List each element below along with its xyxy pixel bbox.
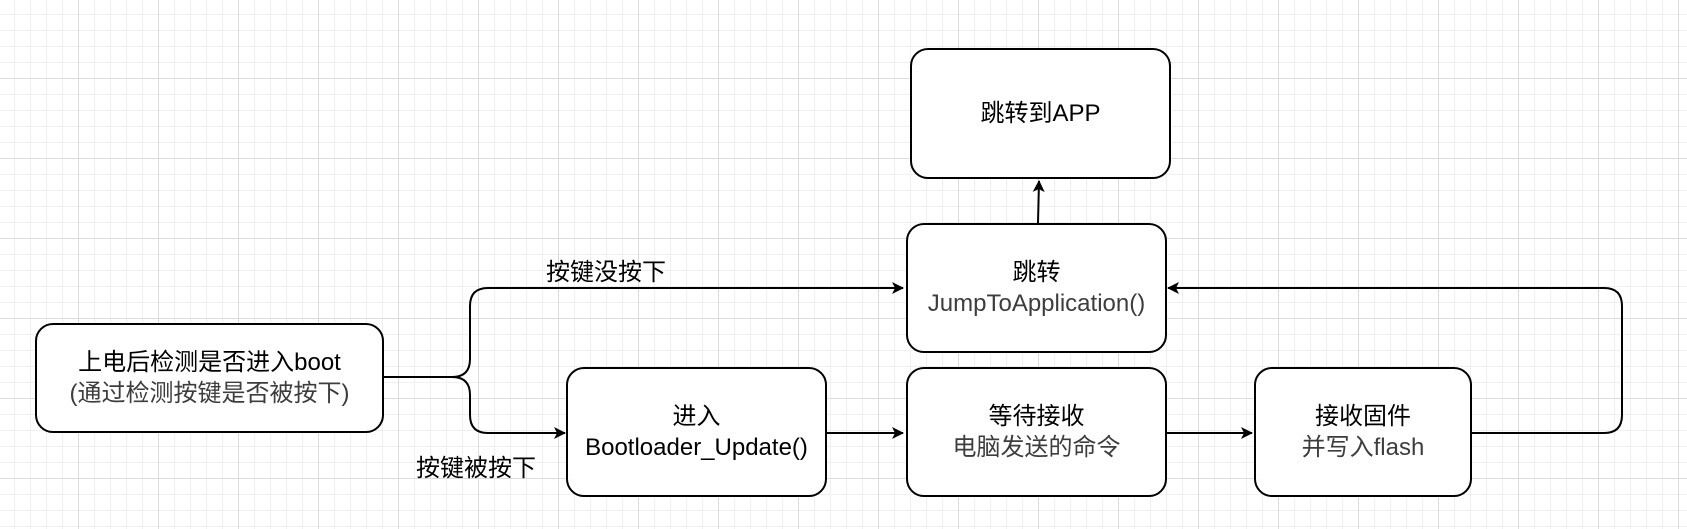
node-wait-receive: 等待接收 电脑发送的命令 <box>906 367 1167 497</box>
edge-pressed <box>383 376 566 439</box>
node-jump: 跳转 JumpToApplication() <box>906 223 1167 353</box>
node-boot-check-title: 上电后检测是否进入boot <box>78 349 341 376</box>
edge-label-pressed: 按键被按下 <box>416 455 536 482</box>
node-boot-check: 上电后检测是否进入boot (通过检测按键是否被按下) <box>35 323 384 433</box>
edge-label-not-pressed: 按键没按下 <box>546 259 666 286</box>
node-jump-app-title: 跳转到APP <box>980 100 1101 127</box>
node-wait-receive-subtitle: 电脑发送的命令 <box>952 434 1121 461</box>
edge-not-pressed <box>383 282 904 378</box>
node-receive-firmware-subtitle: 并写入flash <box>1301 434 1425 461</box>
node-enter-bootloader: 进入 Bootloader_Update() <box>566 367 827 497</box>
node-receive-firmware-title: 接收固件 <box>1315 403 1411 430</box>
node-jump-subtitle: JumpToApplication() <box>927 290 1146 317</box>
node-boot-check-subtitle: (通过检测按键是否被按下) <box>69 380 350 407</box>
node-receive-firmware: 接收固件 并写入flash <box>1254 367 1472 497</box>
node-wait-receive-title: 等待接收 <box>988 403 1085 430</box>
node-enter-bootloader-subtitle: Bootloader_Update() <box>585 434 808 461</box>
edge-jump-to-app <box>1032 180 1045 224</box>
node-jump-app: 跳转到APP <box>910 48 1171 179</box>
node-enter-bootloader-title: 进入 <box>672 403 721 430</box>
edge-receive-to-jump <box>1167 282 1623 434</box>
node-jump-title: 跳转 <box>1012 259 1061 286</box>
